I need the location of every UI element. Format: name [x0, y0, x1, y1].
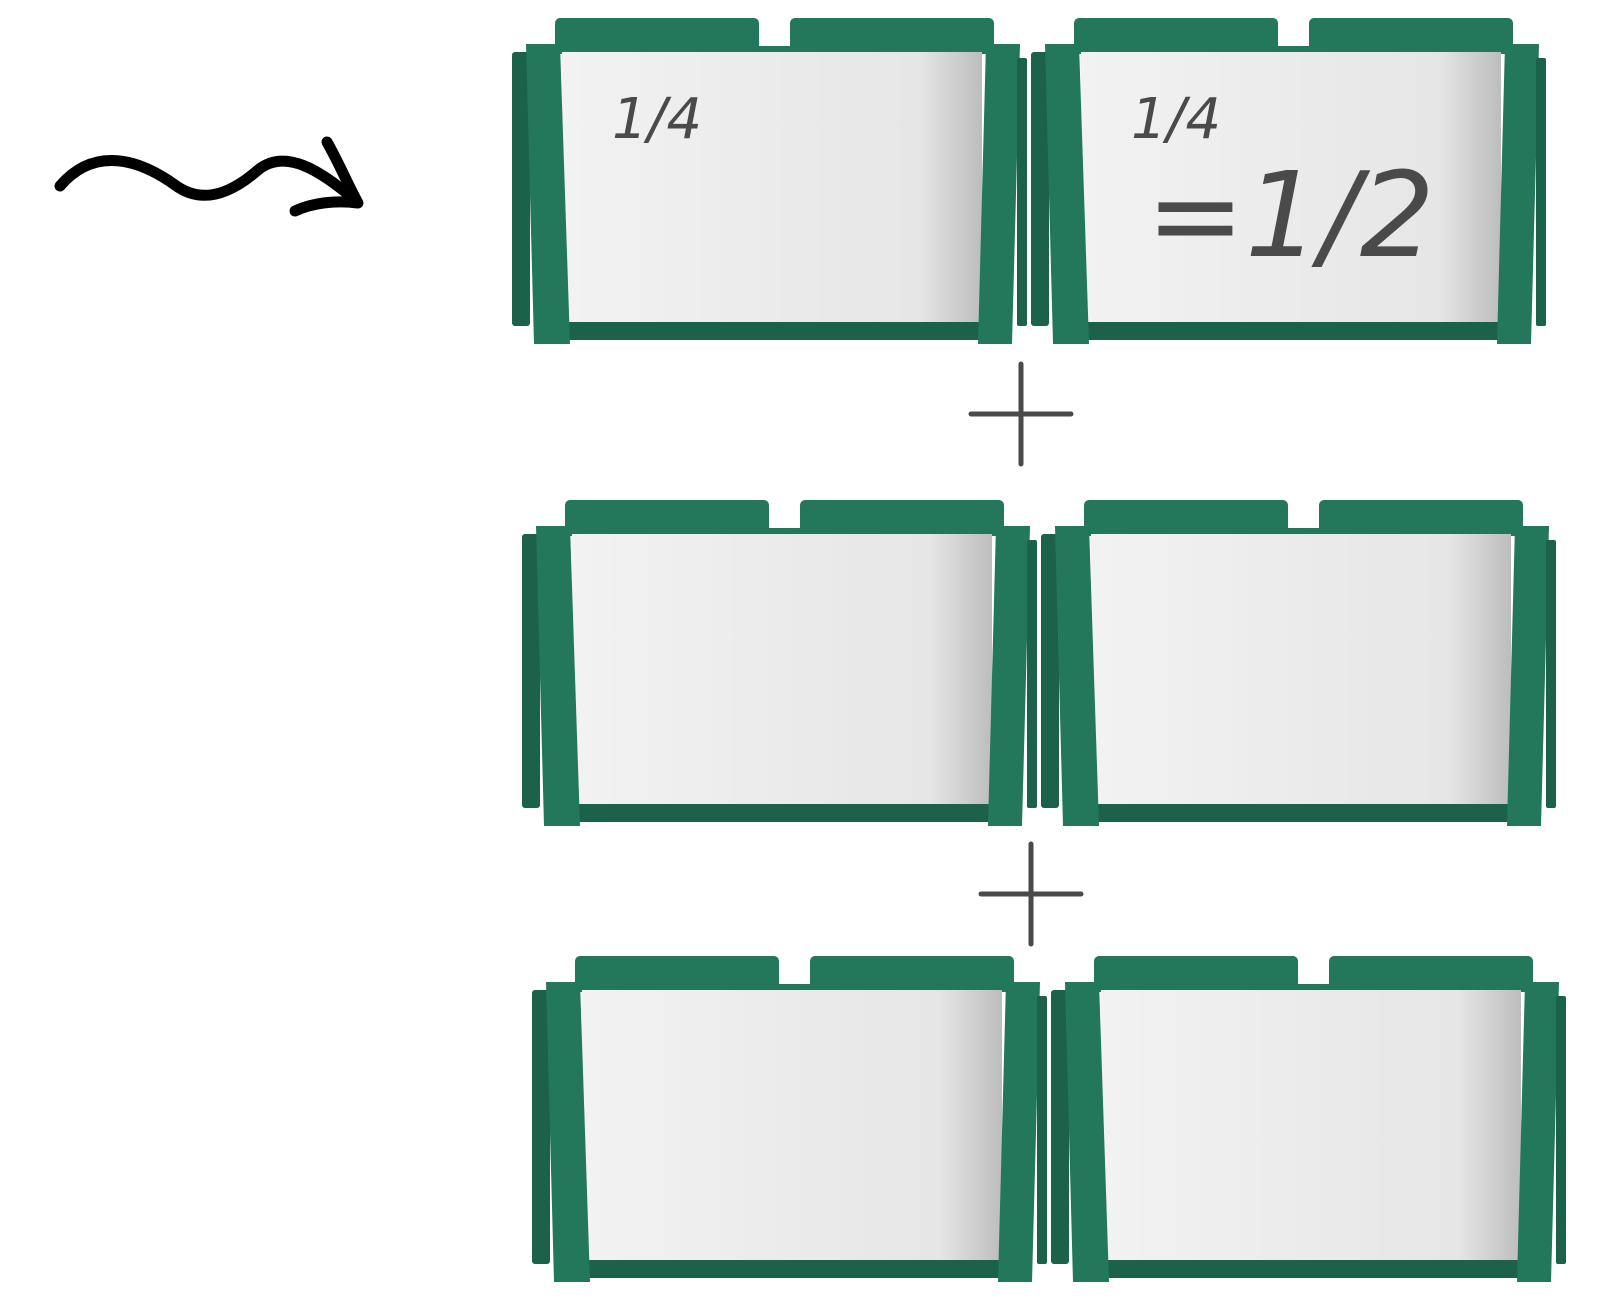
plus-icon — [978, 841, 1084, 947]
tile-row-3 — [532, 956, 1566, 1282]
fraction-label: 1/4 — [612, 87, 702, 152]
tile-row-2 — [522, 500, 1556, 826]
fraction-tile — [1051, 956, 1566, 1282]
fraction-tile — [532, 956, 1047, 1282]
fraction-tile — [522, 500, 1037, 826]
fraction-label: 1/4 — [1131, 87, 1221, 152]
squiggly-arrow-icon — [54, 136, 364, 217]
fraction-tile: 1/4=1/2 — [1031, 18, 1546, 344]
plus-icon — [968, 361, 1074, 467]
sum-result-label: =1/2 — [1146, 146, 1435, 284]
fraction-tile: 1/4 — [512, 18, 1027, 344]
fraction-tile — [1041, 500, 1556, 826]
